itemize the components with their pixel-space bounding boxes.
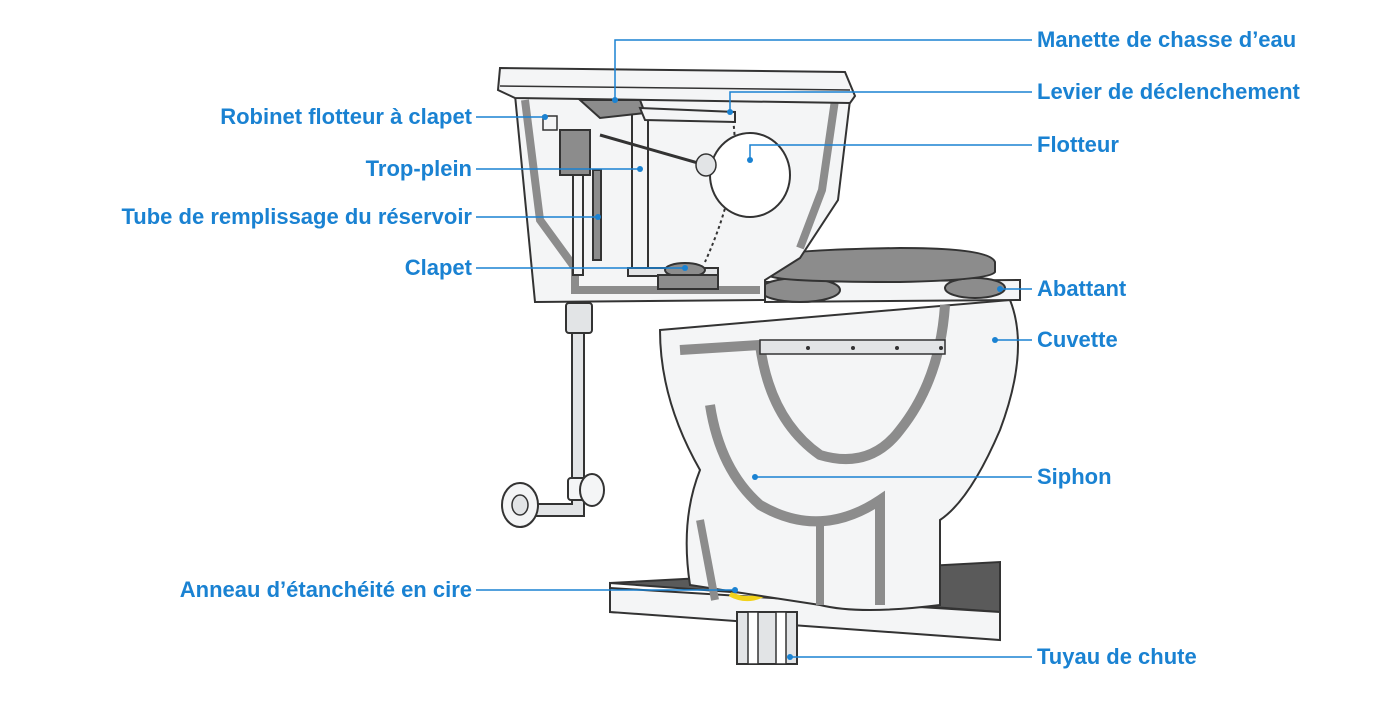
seat bbox=[759, 246, 1021, 304]
bowl-body bbox=[658, 298, 1019, 611]
overflow-and-flapper bbox=[627, 111, 736, 290]
label-tube-de-remplissage-du-reservoir: Tube de remplissage du réservoir bbox=[121, 204, 473, 229]
soil-pipe bbox=[736, 611, 798, 665]
label-levier-de-declenchement: Levier de déclenchement bbox=[1037, 79, 1300, 104]
label-robinet-flotteur-a-clapet: Robinet flotteur à clapet bbox=[220, 104, 472, 129]
flush-handle-and-lever bbox=[577, 99, 736, 124]
label-clapet: Clapet bbox=[404, 255, 472, 280]
label-flotteur: Flotteur bbox=[1037, 132, 1119, 157]
label-trop-plein: Trop-plein bbox=[365, 156, 472, 181]
label-siphon: Siphon bbox=[1037, 464, 1112, 489]
label-anneau-d-etancheite-en-cire: Anneau d’étanchéité en cire bbox=[179, 577, 472, 602]
label-cuvette: Cuvette bbox=[1037, 327, 1118, 352]
label-manette-de-chasse-d-eau: Manette de chasse d’eau bbox=[1037, 27, 1297, 52]
label-abattant: Abattant bbox=[1037, 276, 1127, 301]
leader-dots bbox=[542, 97, 1003, 660]
water-supply-pipe bbox=[501, 302, 605, 528]
float-ball bbox=[599, 132, 791, 218]
label-tuyau-de-chute: Tuyau de chute bbox=[1037, 644, 1197, 669]
leader-lines bbox=[476, 39, 1032, 658]
